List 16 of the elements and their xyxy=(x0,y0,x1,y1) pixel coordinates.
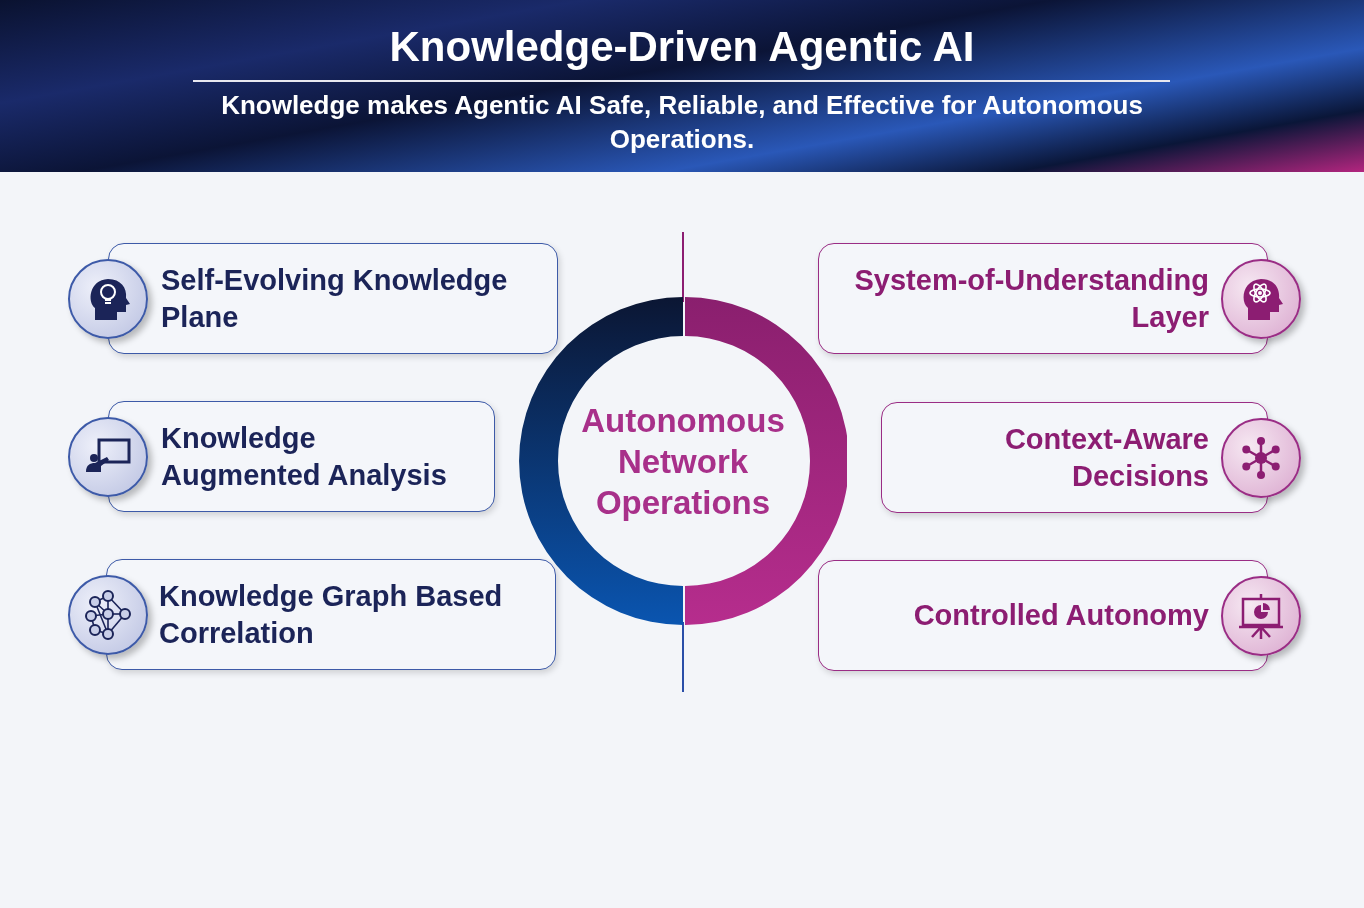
card-label: Controlled Autonomy xyxy=(913,598,1209,633)
card-label: Self-Evolving Knowledge Plane xyxy=(161,262,509,335)
feature-card xyxy=(106,559,556,670)
card-label: Knowledge Graph Based Correlation xyxy=(159,578,504,651)
title: Knowledge-Driven Agentic AI xyxy=(388,22,976,72)
feature-card xyxy=(881,402,1268,513)
subtitle: Knowledge makes Agentic AI Safe, Reliable, and Effective for Autonomous Operations. xyxy=(220,89,1144,156)
card-label: Knowledge Augmented Analysis xyxy=(161,420,448,493)
feature-card xyxy=(818,243,1268,354)
card-label: Context-Aware Decisions xyxy=(1003,421,1209,494)
feature-card xyxy=(108,401,495,512)
feature-card xyxy=(108,243,558,354)
card-label: System-of-Understanding Layer xyxy=(853,262,1209,335)
center-label: Autonomous Network Operations xyxy=(580,400,786,523)
feature-card xyxy=(818,560,1268,671)
ring-node xyxy=(519,297,847,625)
